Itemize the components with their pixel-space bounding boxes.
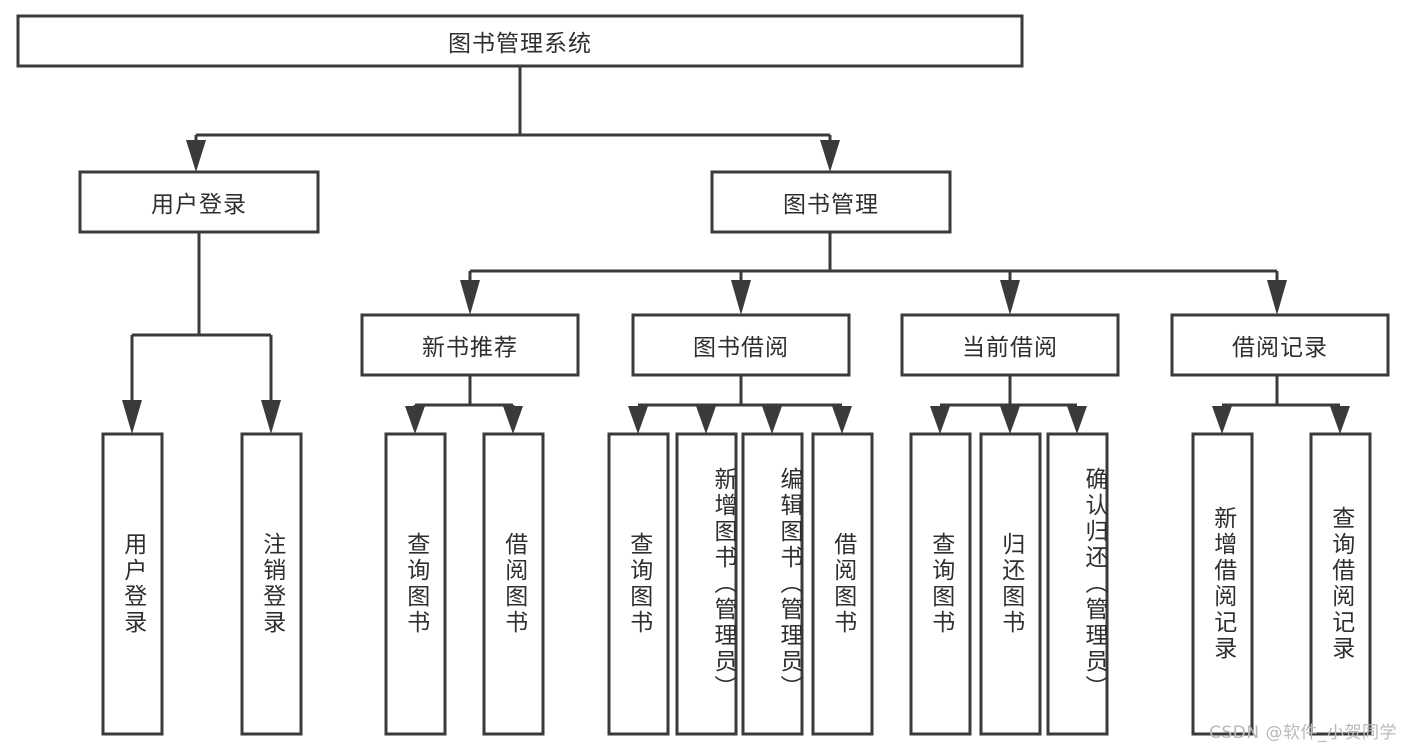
arrow-head-leaf-book-borrow-2 (696, 406, 716, 434)
arrow-head-leaf-book-borrow-4 (832, 406, 852, 434)
node-box-leaf-borrow-record-1[interactable] (1191, 432, 1254, 736)
node-box-leaf-book-borrow-1[interactable] (607, 432, 670, 736)
node-box-leaf-book-borrow-2[interactable] (675, 432, 738, 736)
node-box-leaf-current-borrow-1[interactable] (909, 432, 972, 736)
node-box-leaf-new-book-rec-2[interactable] (482, 432, 545, 736)
arrow-head-current-borrow (1000, 280, 1020, 315)
node-box-current-borrow[interactable] (900, 313, 1120, 377)
node-box-borrow-record[interactable] (1170, 313, 1390, 377)
node-box-user-login[interactable] (78, 170, 320, 234)
node-box-root[interactable] (16, 14, 1024, 68)
node-box-leaf-book-borrow-4[interactable] (811, 432, 874, 736)
arrow-head-leaf-new-book-rec-1 (405, 406, 425, 434)
node-box-leaf-borrow-record-2[interactable] (1309, 432, 1372, 736)
arrow-head-leaf-borrow-record-1 (1212, 406, 1232, 434)
arrow-head-leaf-borrow-record-2 (1330, 406, 1350, 434)
arrow-head-leaf-current-borrow-1 (930, 406, 950, 434)
node-box-leaf-book-borrow-3[interactable] (741, 432, 804, 736)
node-box-book-manage[interactable] (710, 170, 952, 234)
arrow-head-new-book-rec (460, 280, 480, 315)
node-box-leaf-current-borrow-2[interactable] (979, 432, 1042, 736)
arrow-head-user-login (186, 140, 206, 172)
node-box-leaf-current-borrow-3[interactable] (1046, 432, 1109, 736)
watermark: CSDN @软件_小贺同学 (1209, 723, 1397, 743)
node-box-leaf-user-login-2[interactable] (240, 432, 303, 736)
node-box-book-borrow[interactable] (631, 313, 851, 377)
arrow-head-book-manage (820, 140, 840, 172)
arrow-head-leaf-current-borrow-2 (1000, 406, 1020, 434)
arrow-head-leaf-new-book-rec-2 (503, 406, 523, 434)
arrow-head-leaf-user-login-1 (122, 400, 142, 434)
arrow-head-leaf-book-borrow-1 (628, 406, 648, 434)
node-box-leaf-new-book-rec-1[interactable] (384, 432, 447, 736)
arrow-head-leaf-current-borrow-3 (1067, 406, 1087, 434)
node-box-new-book-rec[interactable] (360, 313, 580, 377)
node-box-leaf-user-login-1[interactable] (101, 432, 164, 736)
arrow-head-borrow-record (1267, 280, 1287, 315)
arrow-head-leaf-user-login-2 (261, 400, 281, 434)
arrow-head-book-borrow (731, 280, 751, 315)
arrow-head-leaf-book-borrow-3 (762, 406, 782, 434)
